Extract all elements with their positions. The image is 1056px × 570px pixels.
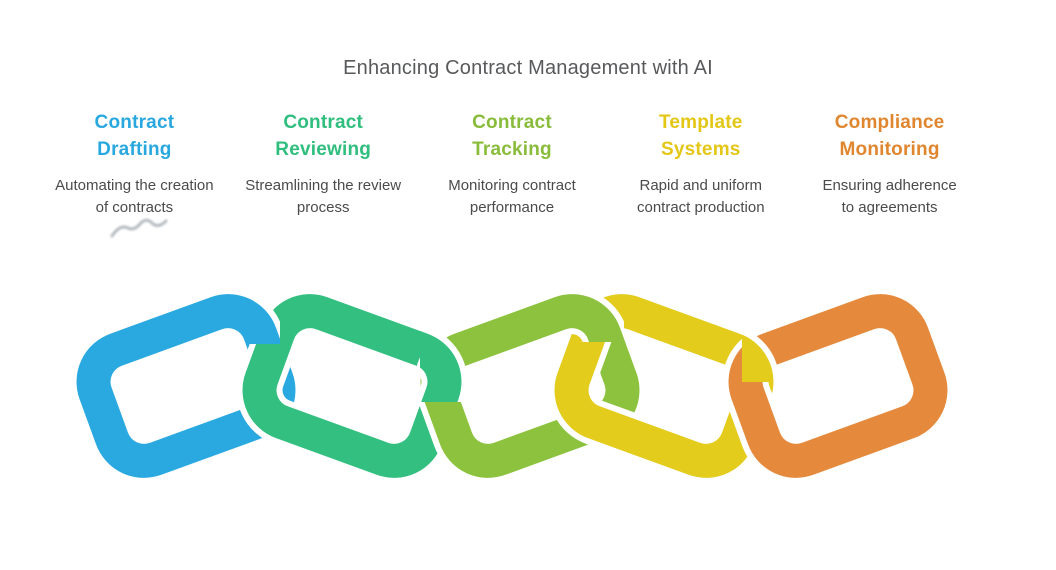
column-compliance-monitoring: Compliance Monitoring Ensuring adherence… [795,110,984,219]
chain-link-compliance-monitoring [736,302,940,471]
column-contract-drafting: Contract Drafting Automating the creatio… [40,110,229,219]
page-title: Enhancing Contract Management with AI [343,57,713,79]
column-contract-reviewing: Contract Reviewing Streamlining the revi… [229,110,418,219]
feature-columns: Contract Drafting Automating the creatio… [40,110,984,219]
column-heading: Contract Tracking [472,112,552,160]
column-description: Streamlining the review process [245,176,402,216]
column-contract-tracking: Contract Tracking Monitoring contract pe… [418,110,607,219]
column-heading: Contract Reviewing [275,112,372,160]
column-description: Monitoring contract performance [448,176,576,216]
column-template-systems: Template Systems Rapid and uniform contr… [606,110,795,219]
column-heading: Compliance Monitoring [834,112,945,160]
column-heading: Template Systems [658,112,743,160]
column-heading: Contract Drafting [94,112,175,160]
column-description: Rapid and uniform contract production [636,176,765,216]
column-description: Ensuring adherence to agreements [822,176,957,216]
column-description: Automating the creation of contracts [55,176,214,216]
